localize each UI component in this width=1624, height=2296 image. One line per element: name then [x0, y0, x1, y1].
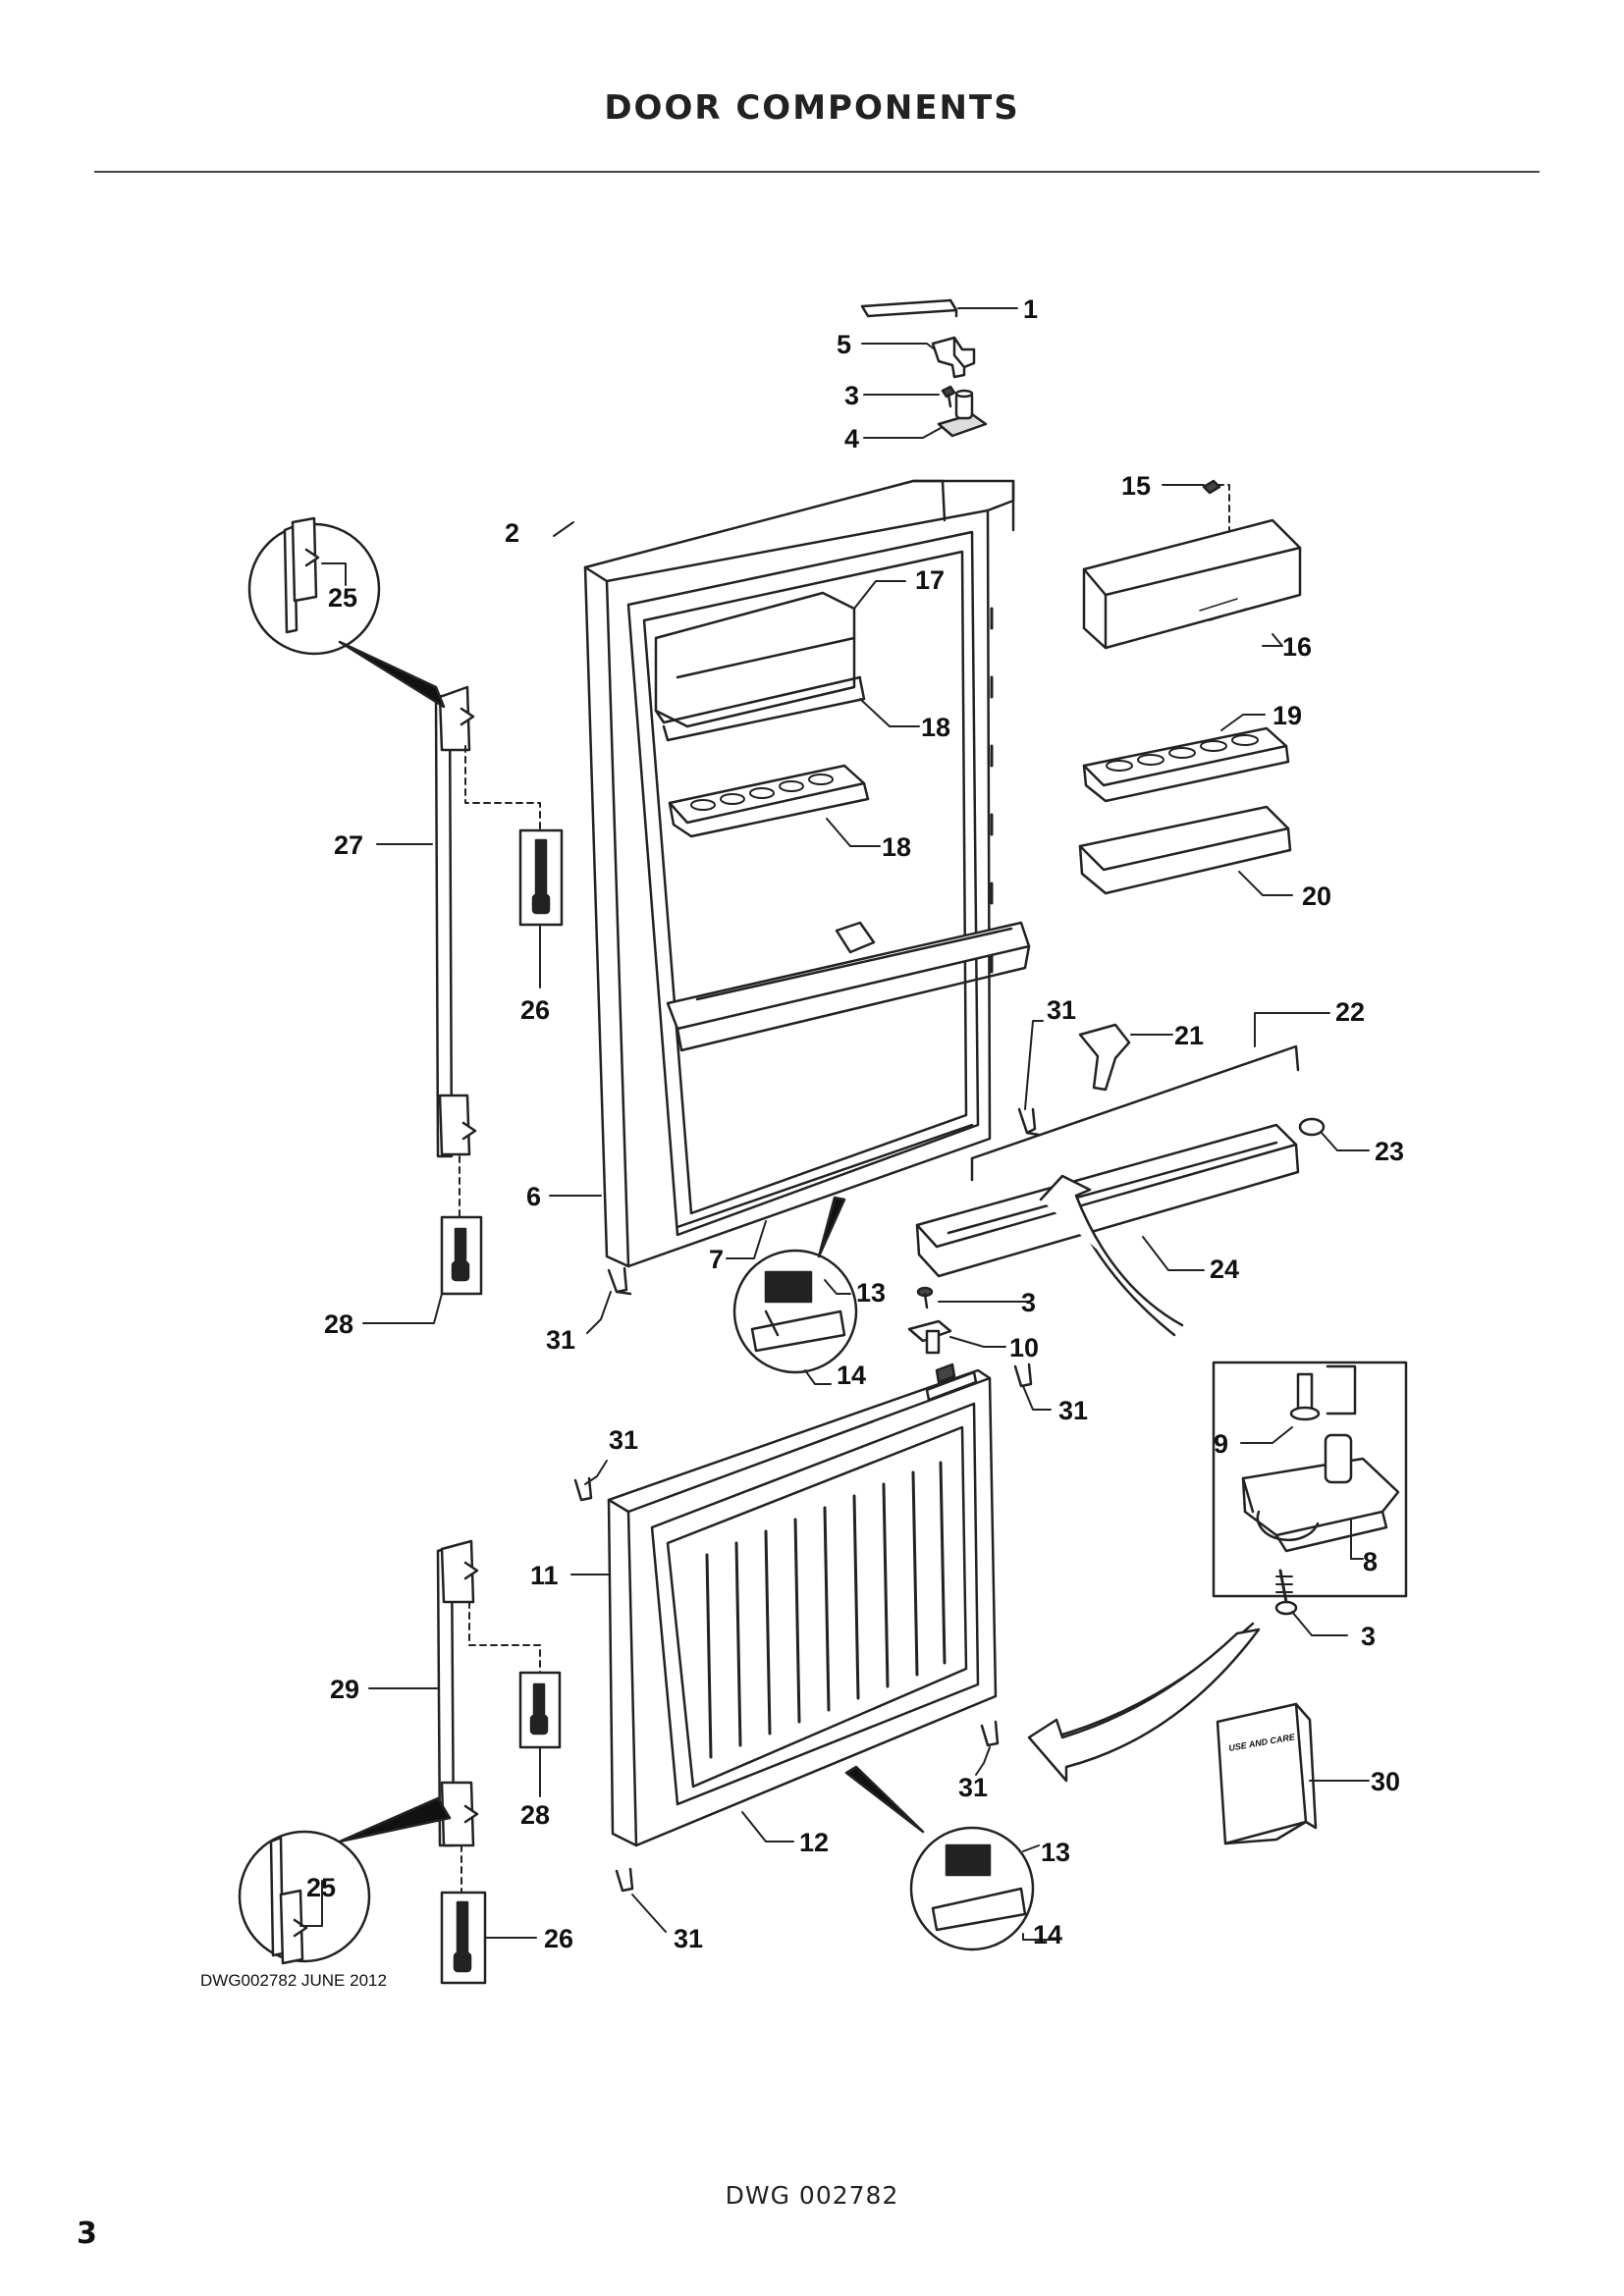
- small-screw-part: [916, 1286, 934, 1309]
- callout-5: 5: [837, 330, 851, 359]
- callout-26-lower: 26: [544, 1924, 573, 1953]
- callout-4: 4: [844, 424, 859, 454]
- callout-7: 7: [709, 1245, 724, 1274]
- callout-1: 1: [1023, 294, 1038, 324]
- callout-6: 6: [526, 1182, 541, 1211]
- callout-15: 15: [1121, 471, 1151, 501]
- upper-handle-magnifier: [247, 516, 446, 709]
- callout-31-upper: 31: [1047, 995, 1076, 1025]
- hinge-pin-part: [937, 389, 988, 438]
- shelf-rod-part: [970, 1044, 1300, 1182]
- fridge-door: [583, 479, 1031, 1268]
- rod-cap-part: [1298, 1117, 1326, 1137]
- drawing-code: DWG002782 JUNE 2012: [200, 1971, 387, 1990]
- egg-tray-part: [1082, 726, 1290, 803]
- door-clip-parts: [573, 1107, 1041, 1893]
- bottom-shelf-part: [915, 1123, 1300, 1278]
- callout-31-freezer-top: 31: [609, 1425, 638, 1455]
- callout-25-upper: 25: [328, 583, 357, 613]
- callout-28-upper: 28: [324, 1309, 353, 1339]
- lower-handle-bolt-top: [518, 1671, 562, 1749]
- callout-26-upper: 26: [520, 995, 550, 1025]
- hinge-cover-part: [860, 298, 958, 318]
- lower-foot-magnifier: [844, 1765, 1035, 1951]
- callout-10: 10: [1009, 1333, 1039, 1362]
- callout-leaders: [299, 307, 1370, 1941]
- lower-bolt-upper-handle: [440, 1215, 483, 1296]
- upper-handle-part: [434, 685, 477, 1158]
- callout-24: 24: [1210, 1255, 1239, 1284]
- callout-13-upper: 13: [856, 1278, 886, 1308]
- lower-handle-part: [436, 1539, 479, 1847]
- upper-handle-bolt: [518, 828, 564, 927]
- title-divider: [94, 171, 1540, 173]
- hinge-detail-inset: [1212, 1361, 1408, 1598]
- page-title: DOOR COMPONENTS: [604, 88, 1020, 128]
- callout-3-lower: 3: [1361, 1622, 1376, 1651]
- freezer-door: [607, 1362, 998, 1847]
- callout-19: 19: [1272, 701, 1302, 730]
- upper-foot-magnifier: [732, 1196, 858, 1374]
- callout-31-bottom: 31: [674, 1924, 703, 1953]
- callout-23: 23: [1375, 1137, 1404, 1166]
- callout-numbers: 1 5 3 4 15 2 17 16 25 18 19 27 18 20 26 …: [306, 294, 1404, 1953]
- callout-31-mid-left: 31: [546, 1325, 575, 1355]
- lower-handle-magnifier: [238, 1796, 452, 1965]
- callout-3-top: 3: [844, 381, 859, 410]
- footer-drawing-number: DWG 002782: [725, 2181, 899, 2210]
- callout-2: 2: [505, 518, 519, 548]
- callout-8: 8: [1363, 1547, 1378, 1576]
- callout-14-upper: 14: [837, 1361, 866, 1390]
- hinge-screw-lower: [1274, 1569, 1298, 1616]
- hinge-screw-part: [941, 385, 956, 408]
- callout-16: 16: [1282, 632, 1312, 662]
- callout-27: 27: [334, 830, 363, 860]
- callout-13-lower: 13: [1041, 1838, 1070, 1867]
- callout-30: 30: [1371, 1767, 1400, 1796]
- callout-31-freezer-side: 31: [958, 1773, 988, 1802]
- callout-3-mid: 3: [1021, 1288, 1036, 1317]
- callout-31-mid-right: 31: [1058, 1396, 1088, 1425]
- callout-9: 9: [1214, 1429, 1228, 1459]
- hinge-bush-part: [907, 1319, 952, 1355]
- callout-11: 11: [530, 1561, 559, 1590]
- callout-18-upper: 18: [921, 713, 950, 742]
- callout-12: 12: [799, 1828, 829, 1857]
- callout-29: 29: [330, 1675, 359, 1704]
- callout-17: 17: [915, 565, 945, 595]
- page-number: 3: [77, 2216, 97, 2251]
- bottle-retainer-part: [1078, 1023, 1131, 1092]
- callout-21: 21: [1174, 1021, 1204, 1050]
- hinge-bracket-part: [931, 336, 976, 379]
- callout-18-lower: 18: [882, 832, 911, 862]
- dairy-pin-part: [1202, 479, 1221, 495]
- callout-28-lower: 28: [520, 1800, 550, 1830]
- dairy-compartment-part: [1082, 518, 1302, 650]
- callout-20: 20: [1302, 881, 1331, 911]
- callout-25-lower: 25: [306, 1873, 336, 1902]
- use-and-care-manual: [1216, 1702, 1318, 1845]
- callout-22: 22: [1335, 997, 1365, 1027]
- callout-14-lower: 14: [1033, 1920, 1062, 1949]
- lower-handle-bolt-bottom: [440, 1891, 487, 1985]
- small-shelf-part: [1078, 805, 1292, 895]
